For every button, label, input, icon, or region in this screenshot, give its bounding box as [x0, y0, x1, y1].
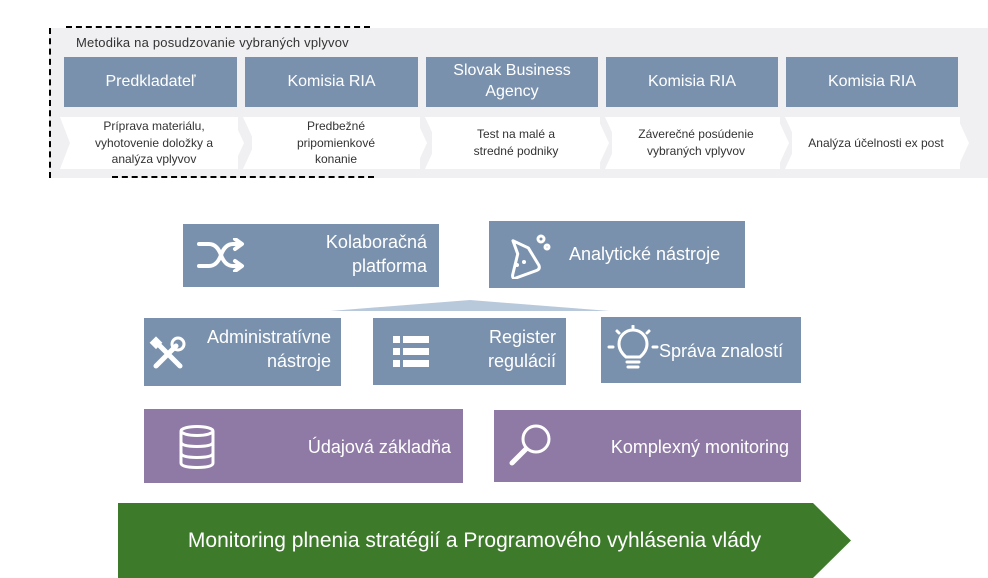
block-label: Komplexný monitoring: [610, 437, 789, 457]
dashed-outline-top: [66, 26, 370, 28]
label-line: Kolaboračná: [325, 232, 427, 252]
actor-line: Agency: [485, 83, 539, 100]
block-label: Analytické nástroje: [569, 244, 721, 264]
actor-line: Slovak Business: [453, 62, 571, 80]
flask-icon: [511, 234, 551, 279]
step-line: Test na malé a: [476, 127, 556, 142]
block-label: Administratívne nástroje: [207, 325, 331, 374]
monitoring-banner-label: Monitoring plnenia stratégií a Programov…: [187, 528, 762, 552]
step-text-2: Predbežné pripomienkové konanie: [252, 117, 420, 169]
block-udajova-zakladna: Údajová základňa: [144, 409, 463, 483]
actor-komisia-ria-1: Komisia RIA: [245, 57, 418, 107]
actor-slovak-business-agency: Slovak Business Agency: [426, 57, 598, 107]
dashed-outline-bottom: [112, 176, 374, 178]
block-register-regulacii: Register regulácií: [373, 318, 566, 385]
magnifier-icon: [509, 424, 551, 466]
actor-predkladatel: Predkladateľ: [64, 57, 237, 107]
connector-shelf: [330, 300, 610, 311]
block-label: Kolaboračná platforma: [326, 230, 427, 279]
step-line: Predbežné: [306, 118, 366, 133]
label-line: regulácií: [487, 351, 556, 372]
methodology-title: Metodika na posudzovanie vybraných vplyv…: [76, 35, 349, 50]
step-line: vyhotovenie doložky a: [94, 135, 214, 150]
step-line: Záverečné posúdenie: [638, 127, 754, 142]
step-text-5: Analýza účelnosti ex post: [792, 117, 960, 169]
block-label: Register regulácií: [488, 325, 556, 374]
actor-komisia-ria-3: Komisia RIA: [786, 57, 958, 107]
lightbulb-icon: [607, 325, 659, 369]
list-icon: [393, 336, 429, 367]
database-icon: [179, 425, 215, 469]
block-label: Údajová základňa: [307, 437, 451, 457]
step-text-1: Príprava materiálu, vyhotovenie doložky …: [70, 117, 238, 169]
step-text-3: Test na malé a stredné podniky: [432, 117, 600, 169]
block-analyticke-nastroje: Analytické nástroje: [489, 221, 745, 288]
block-administrativne-nastroje: Administratívne nástroje: [144, 318, 341, 386]
block-komplexny-monitoring: Komplexný monitoring: [494, 410, 801, 482]
step-line: konanie: [314, 152, 358, 167]
step-line: analýza vplyvov: [111, 152, 197, 167]
step-line: pripomienkové: [296, 135, 376, 150]
block-kolaboracna-platforma: Kolaboračná platforma: [183, 224, 439, 287]
label-line: Administratívne: [206, 327, 331, 347]
label-line: nástroje: [266, 351, 331, 372]
step-text-4: Záverečné posúdenie vybraných vplyvov: [612, 117, 780, 169]
step-line: stredné podniky: [473, 144, 559, 158]
monitoring-banner-arrow: [118, 503, 851, 578]
step-line: Príprava materiálu,: [103, 118, 205, 133]
actor-komisia-ria-2: Komisia RIA: [606, 57, 778, 107]
label-line: Register: [488, 327, 556, 347]
tools-icon: [149, 336, 186, 369]
block-sprava-znalosti: Správa znalostí: [601, 317, 801, 383]
block-label: Správa znalostí: [659, 341, 784, 361]
label-line: platforma: [351, 256, 427, 277]
step-line: vybraných vplyvov: [646, 144, 746, 158]
shuffle-icon: [197, 238, 244, 272]
